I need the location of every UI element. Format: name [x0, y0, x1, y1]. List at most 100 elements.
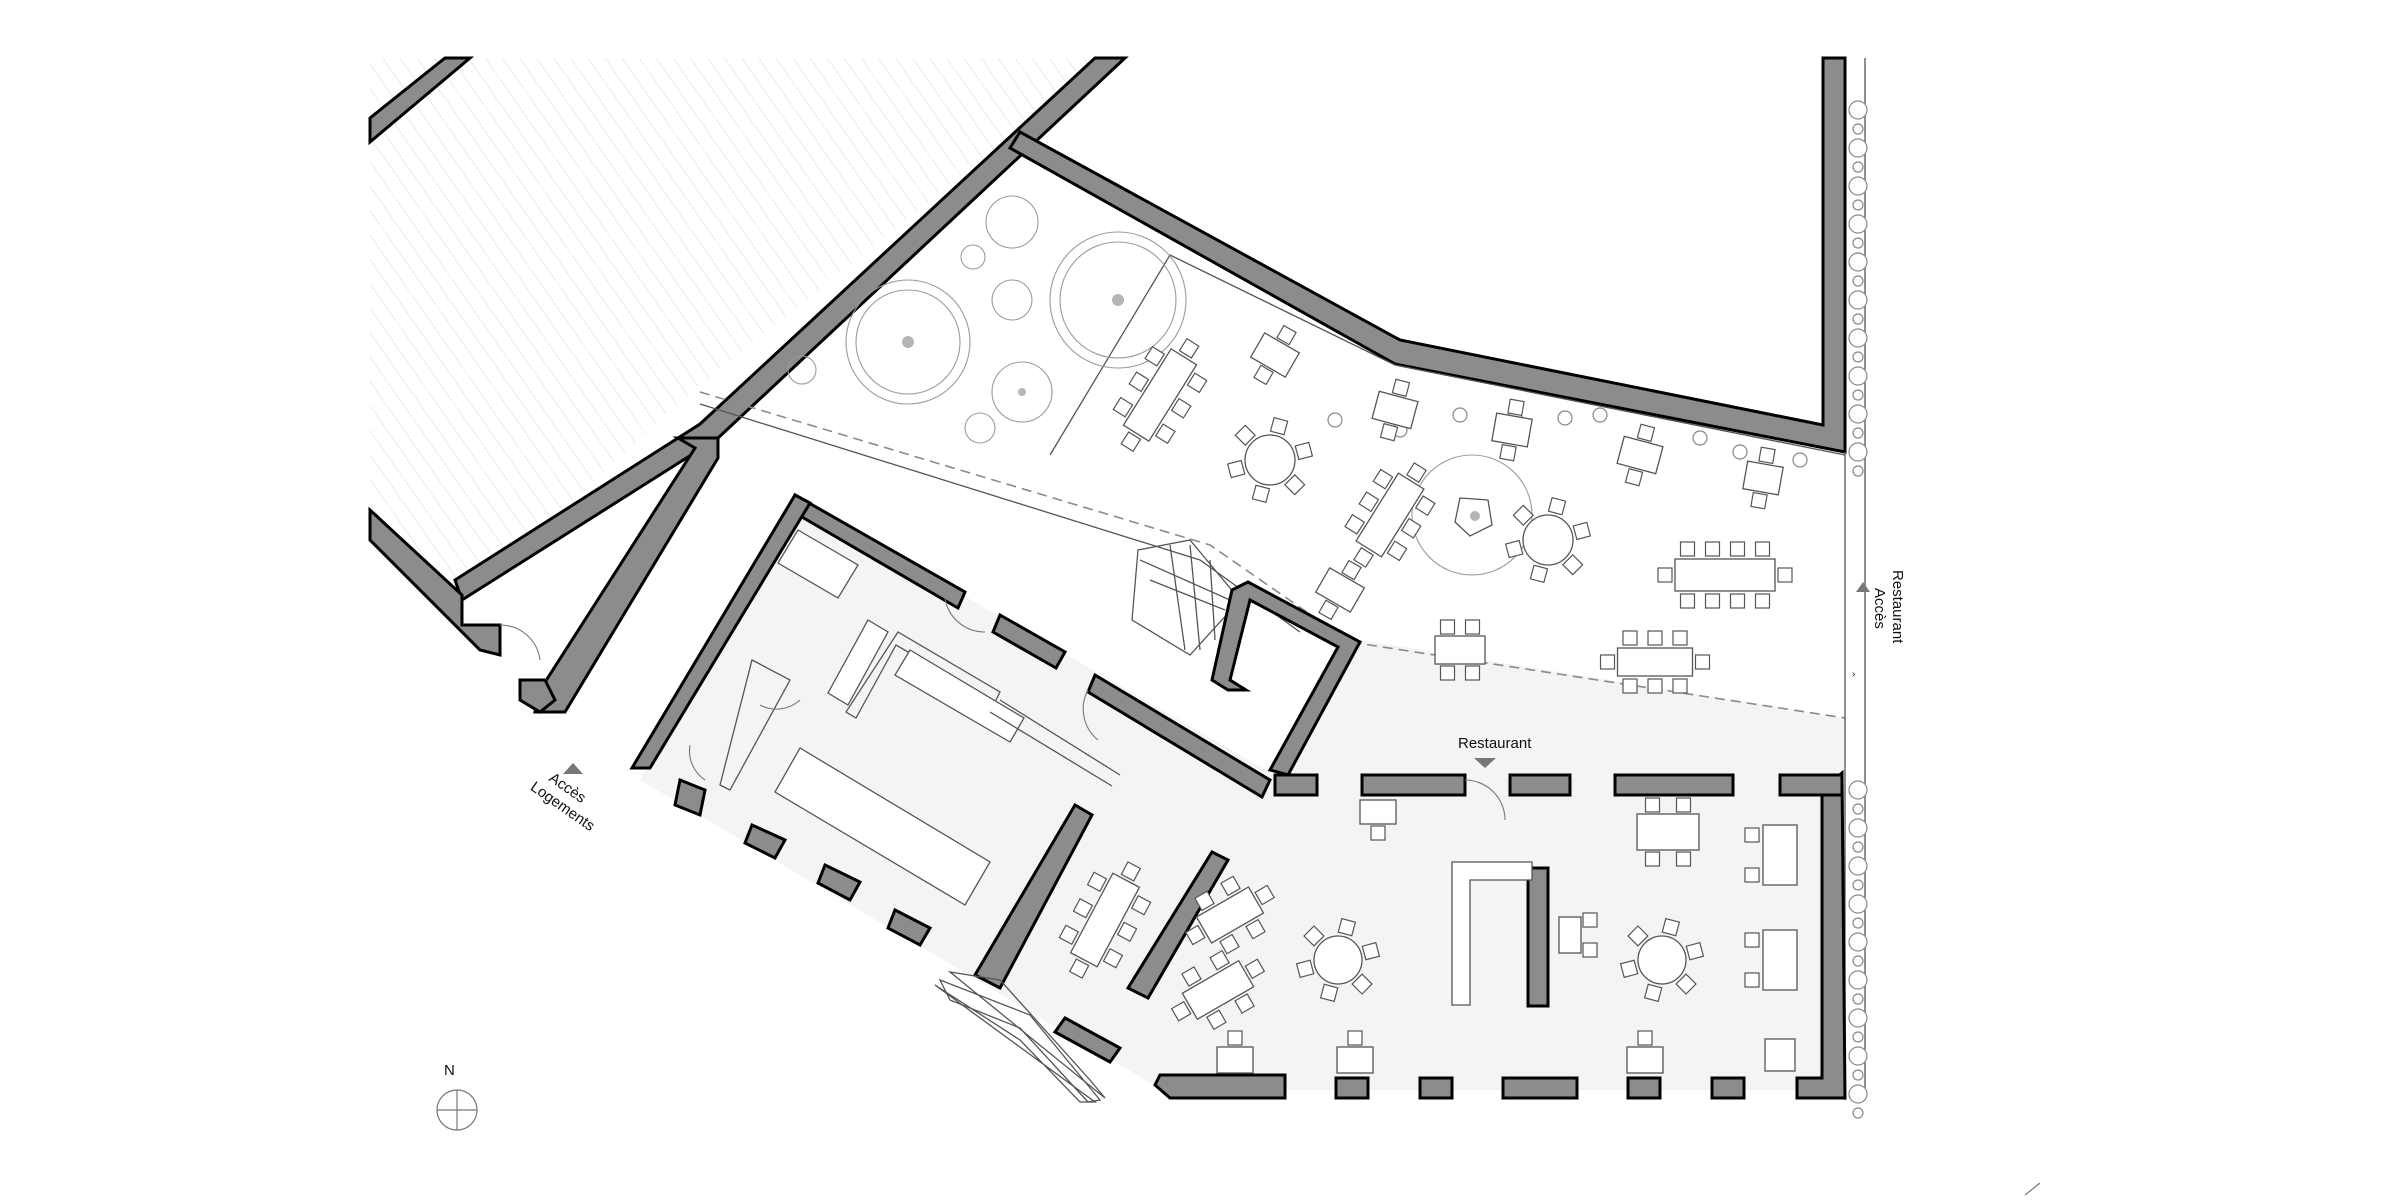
chair	[1072, 897, 1094, 919]
chair	[1414, 495, 1436, 517]
hedge-shrub	[1792, 452, 1808, 468]
svg-text:Accès: Accès	[1871, 588, 1888, 629]
small-table	[1558, 916, 1582, 954]
building-walls	[629, 492, 1847, 1100]
acces-logements-arrow	[563, 763, 583, 774]
furniture	[1058, 324, 1798, 1074]
chair	[1672, 630, 1688, 646]
table-top	[1244, 434, 1296, 486]
door-kitchen-west	[688, 744, 706, 781]
chair	[1244, 958, 1266, 980]
chair	[1341, 559, 1362, 581]
chair	[1372, 468, 1394, 490]
tree-large-2	[1049, 231, 1187, 369]
table-top	[1181, 959, 1255, 1021]
chair	[1504, 539, 1524, 559]
chair	[1234, 424, 1256, 446]
chair	[1675, 797, 1692, 813]
chair	[1184, 924, 1206, 946]
svg-text:Restaurant: Restaurant	[1889, 570, 1906, 644]
table-top	[1313, 935, 1363, 985]
hedge-shrub-small	[1852, 1107, 1864, 1119]
chair	[1507, 398, 1525, 417]
round-table	[1295, 917, 1381, 1003]
wall-south-run-2	[1334, 1076, 1370, 1100]
small-table	[1434, 619, 1486, 681]
rect-table	[1657, 541, 1793, 609]
wall-top-left-small	[368, 56, 475, 146]
chair	[1181, 966, 1202, 987]
wall-south-east-pier	[1052, 1016, 1123, 1064]
chair	[1562, 554, 1584, 576]
table-top	[1434, 635, 1486, 665]
wall-inner-divider-2	[1125, 850, 1231, 1000]
door-kitchen-inner	[759, 699, 801, 710]
hedge-shrub	[1848, 818, 1868, 838]
small-table	[1616, 423, 1664, 487]
chair	[1253, 364, 1274, 386]
chair	[1120, 861, 1142, 882]
chair	[1704, 541, 1721, 557]
round-table	[1504, 496, 1592, 584]
wall-south-run-5	[1626, 1076, 1662, 1100]
chair	[1627, 925, 1649, 947]
small-table	[1626, 1030, 1664, 1074]
table-top	[1522, 514, 1574, 566]
hedge-shrub-small	[1852, 275, 1864, 287]
chair	[1154, 423, 1176, 445]
table-top	[1764, 1038, 1796, 1072]
chair	[1144, 345, 1166, 367]
tree-small-2	[991, 279, 1033, 321]
wall-stair-box	[1210, 580, 1363, 777]
table-top	[1616, 647, 1694, 677]
chair	[1227, 1030, 1243, 1046]
hedge-shrub-small	[1852, 465, 1864, 477]
chair	[1622, 678, 1638, 694]
hedge-shrub-small	[1852, 313, 1864, 325]
hedge-shrub	[1848, 214, 1868, 234]
garden-outline	[1049, 254, 1846, 456]
chair	[1704, 593, 1721, 609]
chair	[1729, 541, 1746, 557]
chair	[1754, 541, 1771, 557]
chair	[1353, 546, 1374, 568]
table-top	[1742, 460, 1784, 496]
chair	[1499, 443, 1517, 462]
table-top	[1216, 1046, 1254, 1074]
table-top	[1558, 916, 1582, 954]
chair	[1754, 593, 1771, 609]
chair	[1439, 619, 1456, 635]
acces-restaurant-chevron: ›	[1852, 669, 1855, 680]
chair	[1128, 371, 1150, 393]
hedge-shrub-small	[1852, 161, 1864, 173]
acces-restaurant-arrow	[1856, 582, 1870, 592]
wall-west-main	[629, 493, 813, 770]
chair	[1068, 958, 1090, 979]
acces-logements-label: Accès Logements	[527, 769, 598, 835]
chair	[1186, 372, 1208, 394]
small-table	[1762, 824, 1798, 886]
door-west	[499, 624, 541, 661]
restaurant-entry-arrow	[1474, 758, 1496, 768]
chair	[1637, 1030, 1653, 1046]
hedge-shrub	[1848, 138, 1868, 158]
chair	[1464, 619, 1481, 635]
chair	[1599, 654, 1616, 670]
hedge-shrub-small	[1852, 351, 1864, 363]
hedge-shrub	[1848, 176, 1868, 196]
chair	[1347, 1030, 1363, 1046]
wall-north-bar-3	[1086, 672, 1272, 800]
wall-north-run-3	[1508, 773, 1572, 797]
chair	[1729, 593, 1746, 609]
hedge-shrub	[1848, 290, 1868, 310]
chair	[1245, 918, 1266, 940]
chair	[1643, 983, 1663, 1003]
rect-table	[1184, 875, 1276, 955]
chair	[1337, 917, 1357, 937]
rect-table	[1599, 630, 1711, 694]
chair	[1744, 932, 1760, 948]
hedge-shrub	[1732, 444, 1748, 460]
chair	[1750, 491, 1768, 510]
chair	[1744, 867, 1760, 883]
